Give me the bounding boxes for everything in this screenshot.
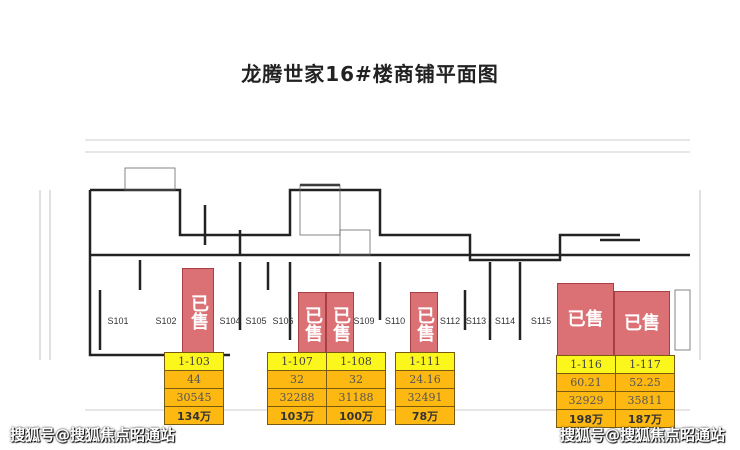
price-table-111: 1-111 24.16 32491 78万: [395, 352, 455, 425]
unit-label: S101: [107, 316, 129, 326]
unit-label: S110: [384, 316, 406, 326]
unit-price: 35811: [615, 391, 675, 410]
unit-id: 1-116: [556, 355, 616, 374]
unit-area: 52.25: [615, 373, 675, 392]
total-price: 78万: [395, 406, 455, 425]
unit-area: 24.16: [395, 370, 455, 389]
unit-label: S112: [439, 316, 461, 326]
unit-price: 32288: [267, 388, 327, 407]
unit-label: S102: [155, 316, 177, 326]
unit-label: S105: [245, 316, 267, 326]
unit-price: 32929: [556, 391, 616, 410]
total-price: 187万: [615, 409, 675, 428]
watermark-right: 搜狐号@搜狐焦点昭通站: [560, 426, 726, 444]
unit-label: S114: [494, 316, 516, 326]
unit-area: 60.21: [556, 373, 616, 392]
unit-area: 32: [267, 370, 327, 389]
unit-id: 1-111: [395, 352, 455, 371]
unit-id: 1-117: [615, 355, 675, 374]
unit-area: 32: [326, 370, 386, 389]
total-price: 134万: [164, 406, 224, 425]
unit-label: S113: [465, 316, 487, 326]
unit-area: 44: [164, 370, 224, 389]
sold-unit-s108: 已售: [326, 292, 354, 356]
plan-title: 龙腾世家16#楼商铺平面图: [241, 62, 499, 86]
unit-id: 1-107: [267, 352, 327, 371]
total-price: 100万: [326, 406, 386, 425]
unit-label: S106: [272, 316, 294, 326]
unit-label: S104: [219, 316, 241, 326]
sold-unit-s116: 已售: [557, 283, 614, 356]
unit-id: 1-108: [326, 352, 386, 371]
unit-price: 32491: [395, 388, 455, 407]
watermark-left: 搜狐号@搜狐焦点昭通站: [10, 426, 176, 444]
unit-label: S115: [530, 316, 552, 326]
total-price: 103万: [267, 406, 327, 425]
unit-price: 30545: [164, 388, 224, 407]
price-table-103: 1-103 44 30545 134万: [164, 352, 224, 425]
sold-unit-s117: 已售: [614, 291, 670, 356]
unit-price: 31188: [326, 388, 386, 407]
sold-unit-s103: 已售: [182, 268, 214, 356]
sold-unit-s111: 已售: [410, 292, 438, 356]
unit-label: S109: [353, 316, 375, 326]
unit-id: 1-103: [164, 352, 224, 371]
total-price: 198万: [556, 409, 616, 428]
sold-unit-s107: 已售: [298, 292, 326, 356]
